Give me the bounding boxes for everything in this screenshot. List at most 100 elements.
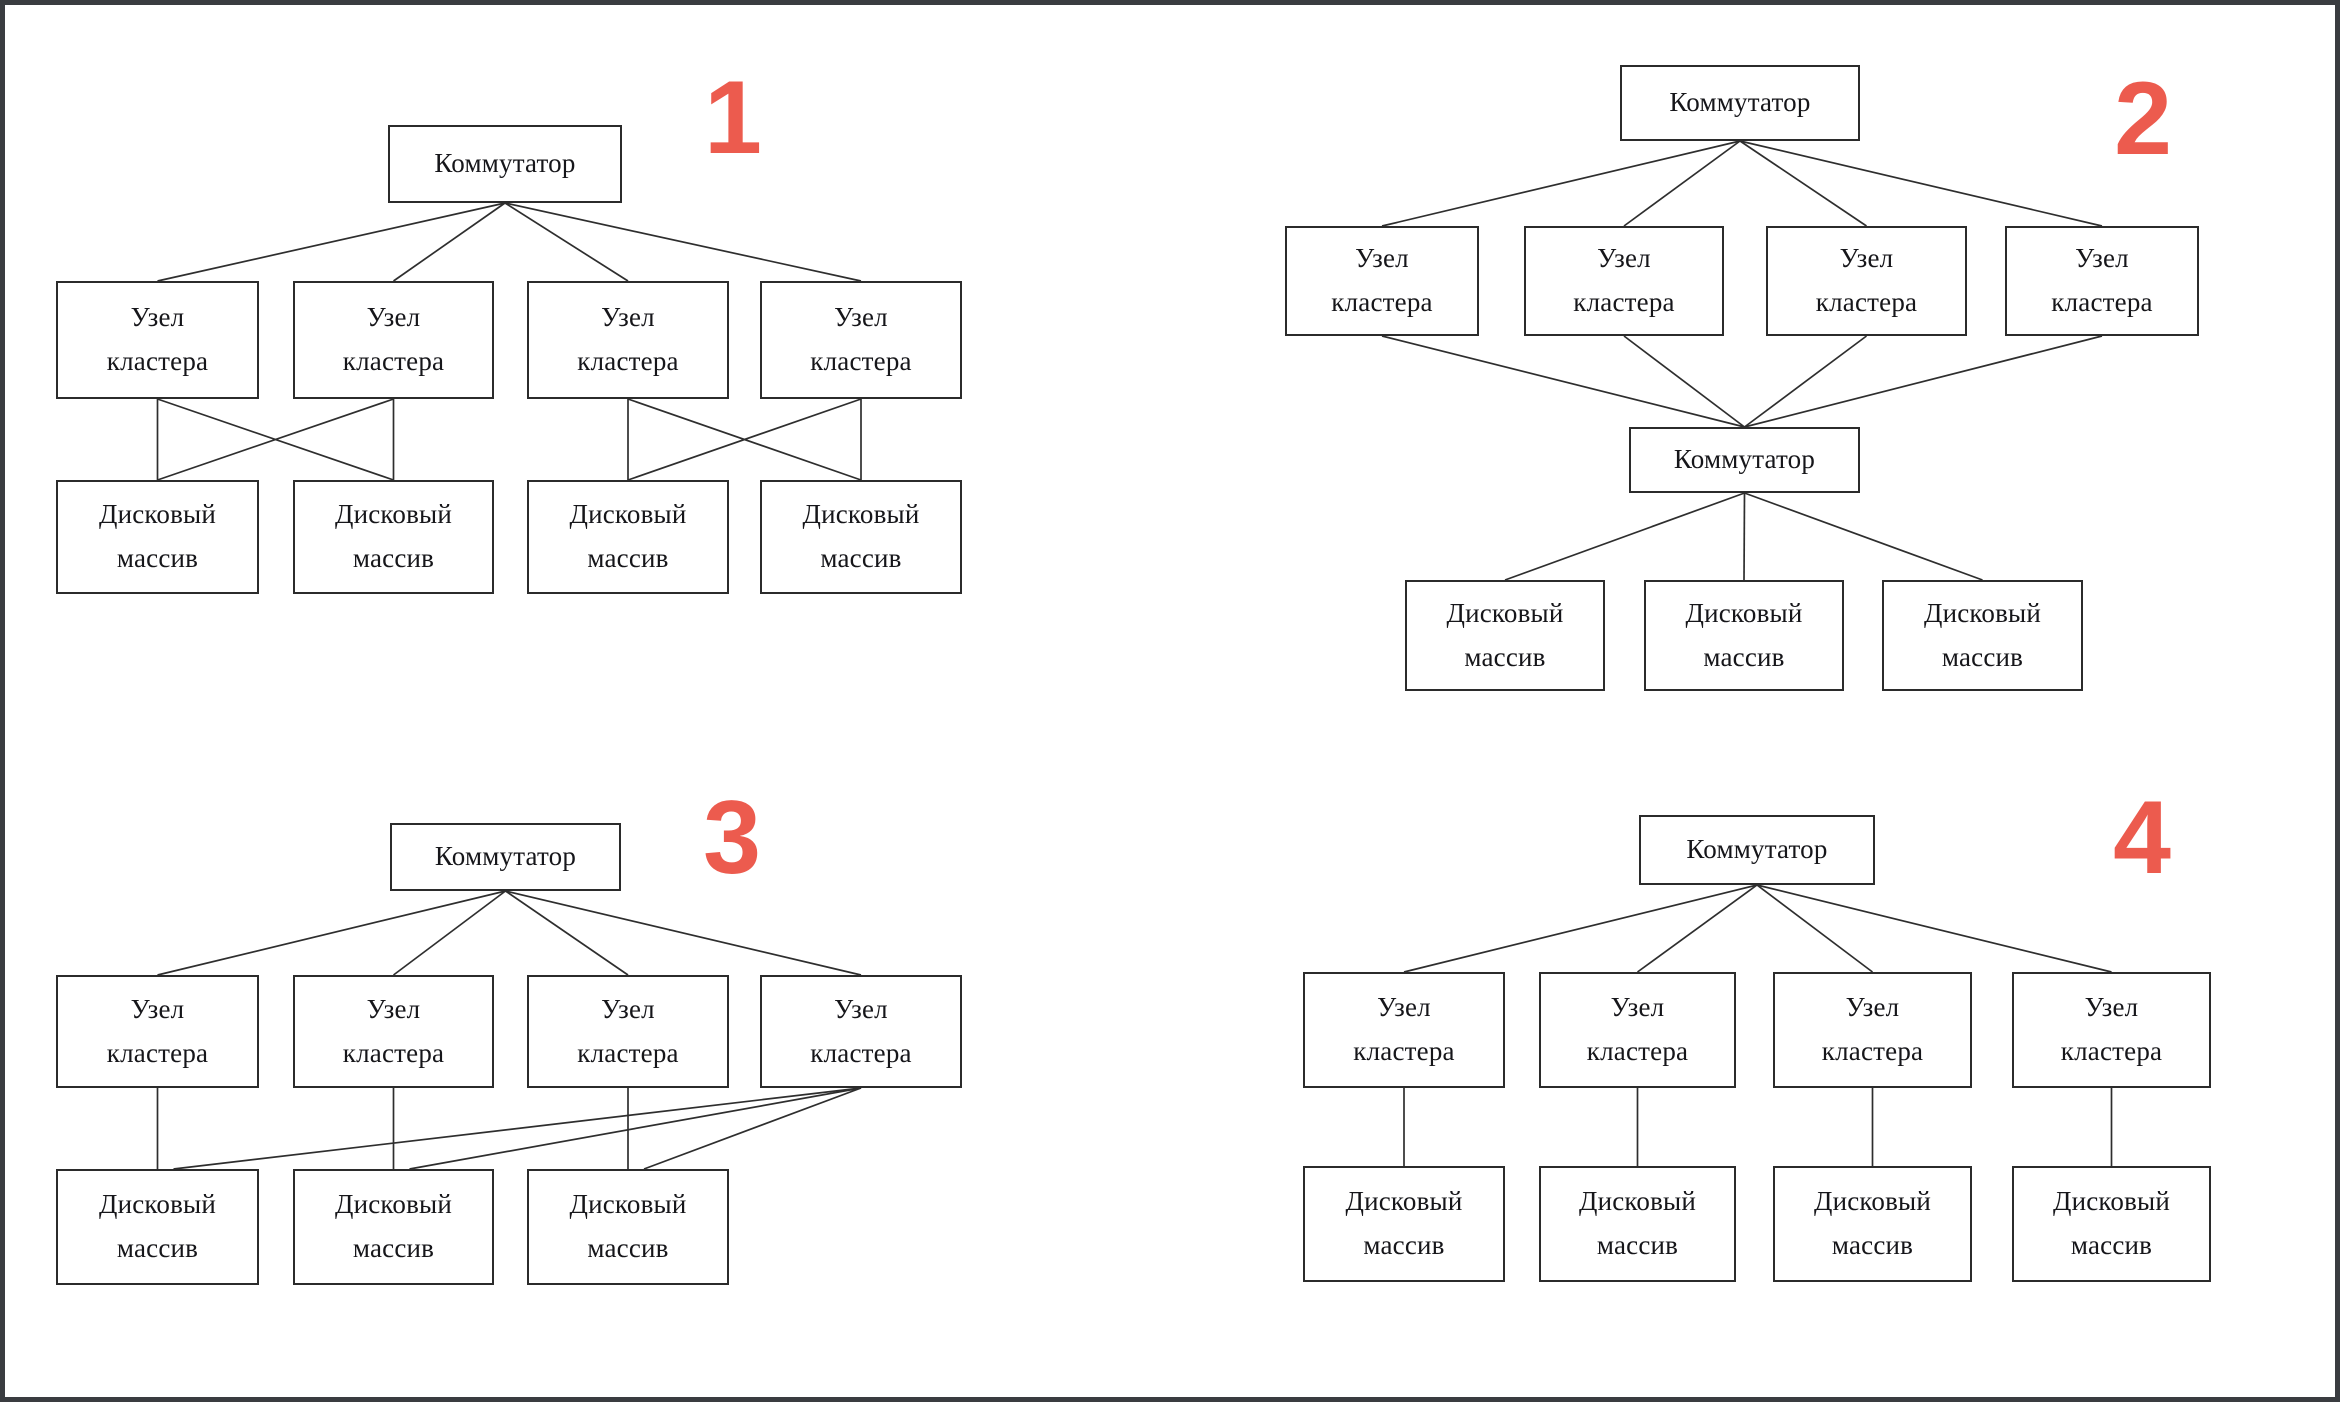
node-label-line: Узел bbox=[1377, 992, 1431, 1023]
d4-disk-box-k4: Дисковый массив bbox=[2012, 1166, 2211, 1282]
node-label-line: Узел bbox=[834, 993, 888, 1024]
node-label-line: Узел bbox=[130, 302, 185, 333]
edge-d3-s-n1 bbox=[157, 890, 506, 976]
edge-d3-s-n2 bbox=[392, 890, 507, 976]
disk-label-line: массив bbox=[1596, 1230, 1679, 1260]
edge-d2-s1-n2 bbox=[1623, 140, 1741, 227]
d2-switch-box-s2: Коммутатор bbox=[1629, 427, 1860, 493]
d1-disk-box-k2: Дисковый массив bbox=[293, 480, 494, 594]
edge-d3-s-n3 bbox=[505, 890, 629, 976]
node-label-line: Узел bbox=[1355, 243, 1409, 274]
node-label-line: кластера bbox=[106, 1037, 209, 1068]
node-label-line: кластера bbox=[2051, 287, 2153, 317]
disk-label-line: Дисковый bbox=[1923, 597, 2042, 628]
edge-d1-n4-k3 bbox=[627, 398, 862, 481]
node-label-line: кластера bbox=[2060, 1036, 2163, 1066]
d2-switch-box-s1: Коммутатор bbox=[1620, 65, 1860, 141]
edge-d2-n2-s2 bbox=[1623, 335, 1746, 428]
edge-d2-n1-s2 bbox=[1381, 335, 1745, 428]
disk-label-line: Дисковый bbox=[1813, 1186, 1932, 1217]
disk-label-line: Дисковый bbox=[802, 499, 920, 530]
disk-label-line: массив bbox=[1464, 641, 1546, 672]
disk-label-line: массив bbox=[587, 1233, 669, 1263]
disk-label-line: массив bbox=[352, 543, 435, 573]
disk-label-line: массив bbox=[1363, 1230, 1445, 1260]
disk-label-line: Дисковый bbox=[1578, 1186, 1697, 1217]
d2-node-box-n4: Узел кластера bbox=[2005, 226, 2199, 336]
edge-d1-n2-k1 bbox=[157, 398, 394, 481]
node-label-line: Узел bbox=[366, 993, 421, 1024]
d4-disk-box-k2: Дисковый массив bbox=[1539, 1166, 1736, 1282]
node-label-line: кластера bbox=[577, 346, 679, 376]
disk-label-line: массив bbox=[587, 543, 669, 573]
node-label-line: Узел bbox=[1845, 992, 1900, 1023]
d2-node-box-n1: Узел кластера bbox=[1285, 226, 1479, 336]
d1-disk-box-k4: Дисковый массив bbox=[760, 480, 962, 594]
disk-label-line: Дисковый bbox=[334, 499, 453, 530]
node-label-line: кластера bbox=[342, 1037, 445, 1068]
edge-d3-n4-k3 bbox=[643, 1087, 862, 1170]
d1-node-box-n1: Узел кластера bbox=[56, 281, 259, 399]
edge-d1-s-n3 bbox=[504, 202, 629, 282]
switch-label-line: Коммутатор bbox=[434, 148, 576, 179]
d3-node-box-n2: Узел кластера bbox=[293, 975, 494, 1088]
disk-label-line: Дисковый bbox=[98, 499, 217, 530]
node-label-line: кластера bbox=[810, 346, 912, 376]
edge-d3-n4-k1 bbox=[173, 1087, 862, 1170]
diagram-number-4: 4 bbox=[2113, 780, 2171, 896]
edge-d4-s-n2 bbox=[1636, 884, 1758, 973]
disk-label-line: массив bbox=[2070, 1230, 2153, 1260]
edge-d2-n4-s2 bbox=[1744, 335, 2103, 428]
disk-label-line: массив bbox=[1831, 1230, 1914, 1260]
edge-d2-s1-n4 bbox=[1739, 140, 2103, 227]
edge-d2-n3-s2 bbox=[1743, 335, 1868, 428]
node-label-line: Узел bbox=[130, 993, 185, 1024]
node-label-line: Узел bbox=[1597, 243, 1651, 274]
d3-switch-box-s: Коммутатор bbox=[390, 823, 621, 891]
diagram-number-1: 1 bbox=[704, 60, 762, 176]
node-label-line: Узел bbox=[1610, 992, 1665, 1023]
edge-d2-s1-n1 bbox=[1381, 140, 1741, 227]
d4-switch-box-s: Коммутатор bbox=[1639, 815, 1875, 885]
disk-label-line: Дисковый bbox=[569, 499, 687, 530]
d3-node-box-n1: Узел кластера bbox=[56, 975, 259, 1088]
node-label-line: Узел bbox=[601, 302, 655, 333]
node-label-line: кластера bbox=[810, 1037, 912, 1068]
diagram-number-3: 3 bbox=[703, 780, 761, 896]
d3-node-box-n4: Узел кластера bbox=[760, 975, 962, 1088]
edge-d1-s-n1 bbox=[157, 202, 506, 282]
node-label-line: Узел bbox=[2075, 243, 2129, 274]
disk-label-line: Дисковый bbox=[1685, 597, 1803, 628]
edge-d3-s-n4 bbox=[505, 890, 862, 976]
disk-label-line: Дисковый bbox=[2052, 1186, 2171, 1217]
node-label-line: кластера bbox=[577, 1037, 679, 1068]
node-label-line: кластера bbox=[106, 346, 209, 376]
switch-label-line: Коммутатор bbox=[1669, 87, 1811, 118]
edge-d1-s-n2 bbox=[393, 202, 506, 282]
d1-node-box-n3: Узел кластера bbox=[527, 281, 729, 399]
node-label-line: кластера bbox=[1815, 287, 1918, 317]
d1-switch-box-s: Коммутатор bbox=[388, 125, 622, 203]
edge-d2-s2-k3 bbox=[1744, 492, 1983, 581]
node-label-line: кластера bbox=[342, 346, 445, 376]
switch-label-line: Коммутатор bbox=[434, 841, 577, 872]
connection-lines-layer bbox=[156, 140, 2113, 1170]
d3-node-box-n3: Узел кластера bbox=[527, 975, 729, 1088]
node-label-line: Узел bbox=[2084, 992, 2139, 1023]
node-label-line: кластера bbox=[1353, 1036, 1455, 1066]
node-label-line: Узел bbox=[601, 993, 655, 1024]
d1-disk-box-k3: Дисковый массив bbox=[527, 480, 729, 594]
disk-label-line: массив bbox=[1941, 641, 2024, 672]
edge-d4-s-n4 bbox=[1756, 884, 2112, 973]
edge-d2-s1-n3 bbox=[1739, 140, 1867, 227]
node-label-line: кластера bbox=[1331, 287, 1433, 317]
disk-label-line: массив bbox=[820, 543, 902, 573]
